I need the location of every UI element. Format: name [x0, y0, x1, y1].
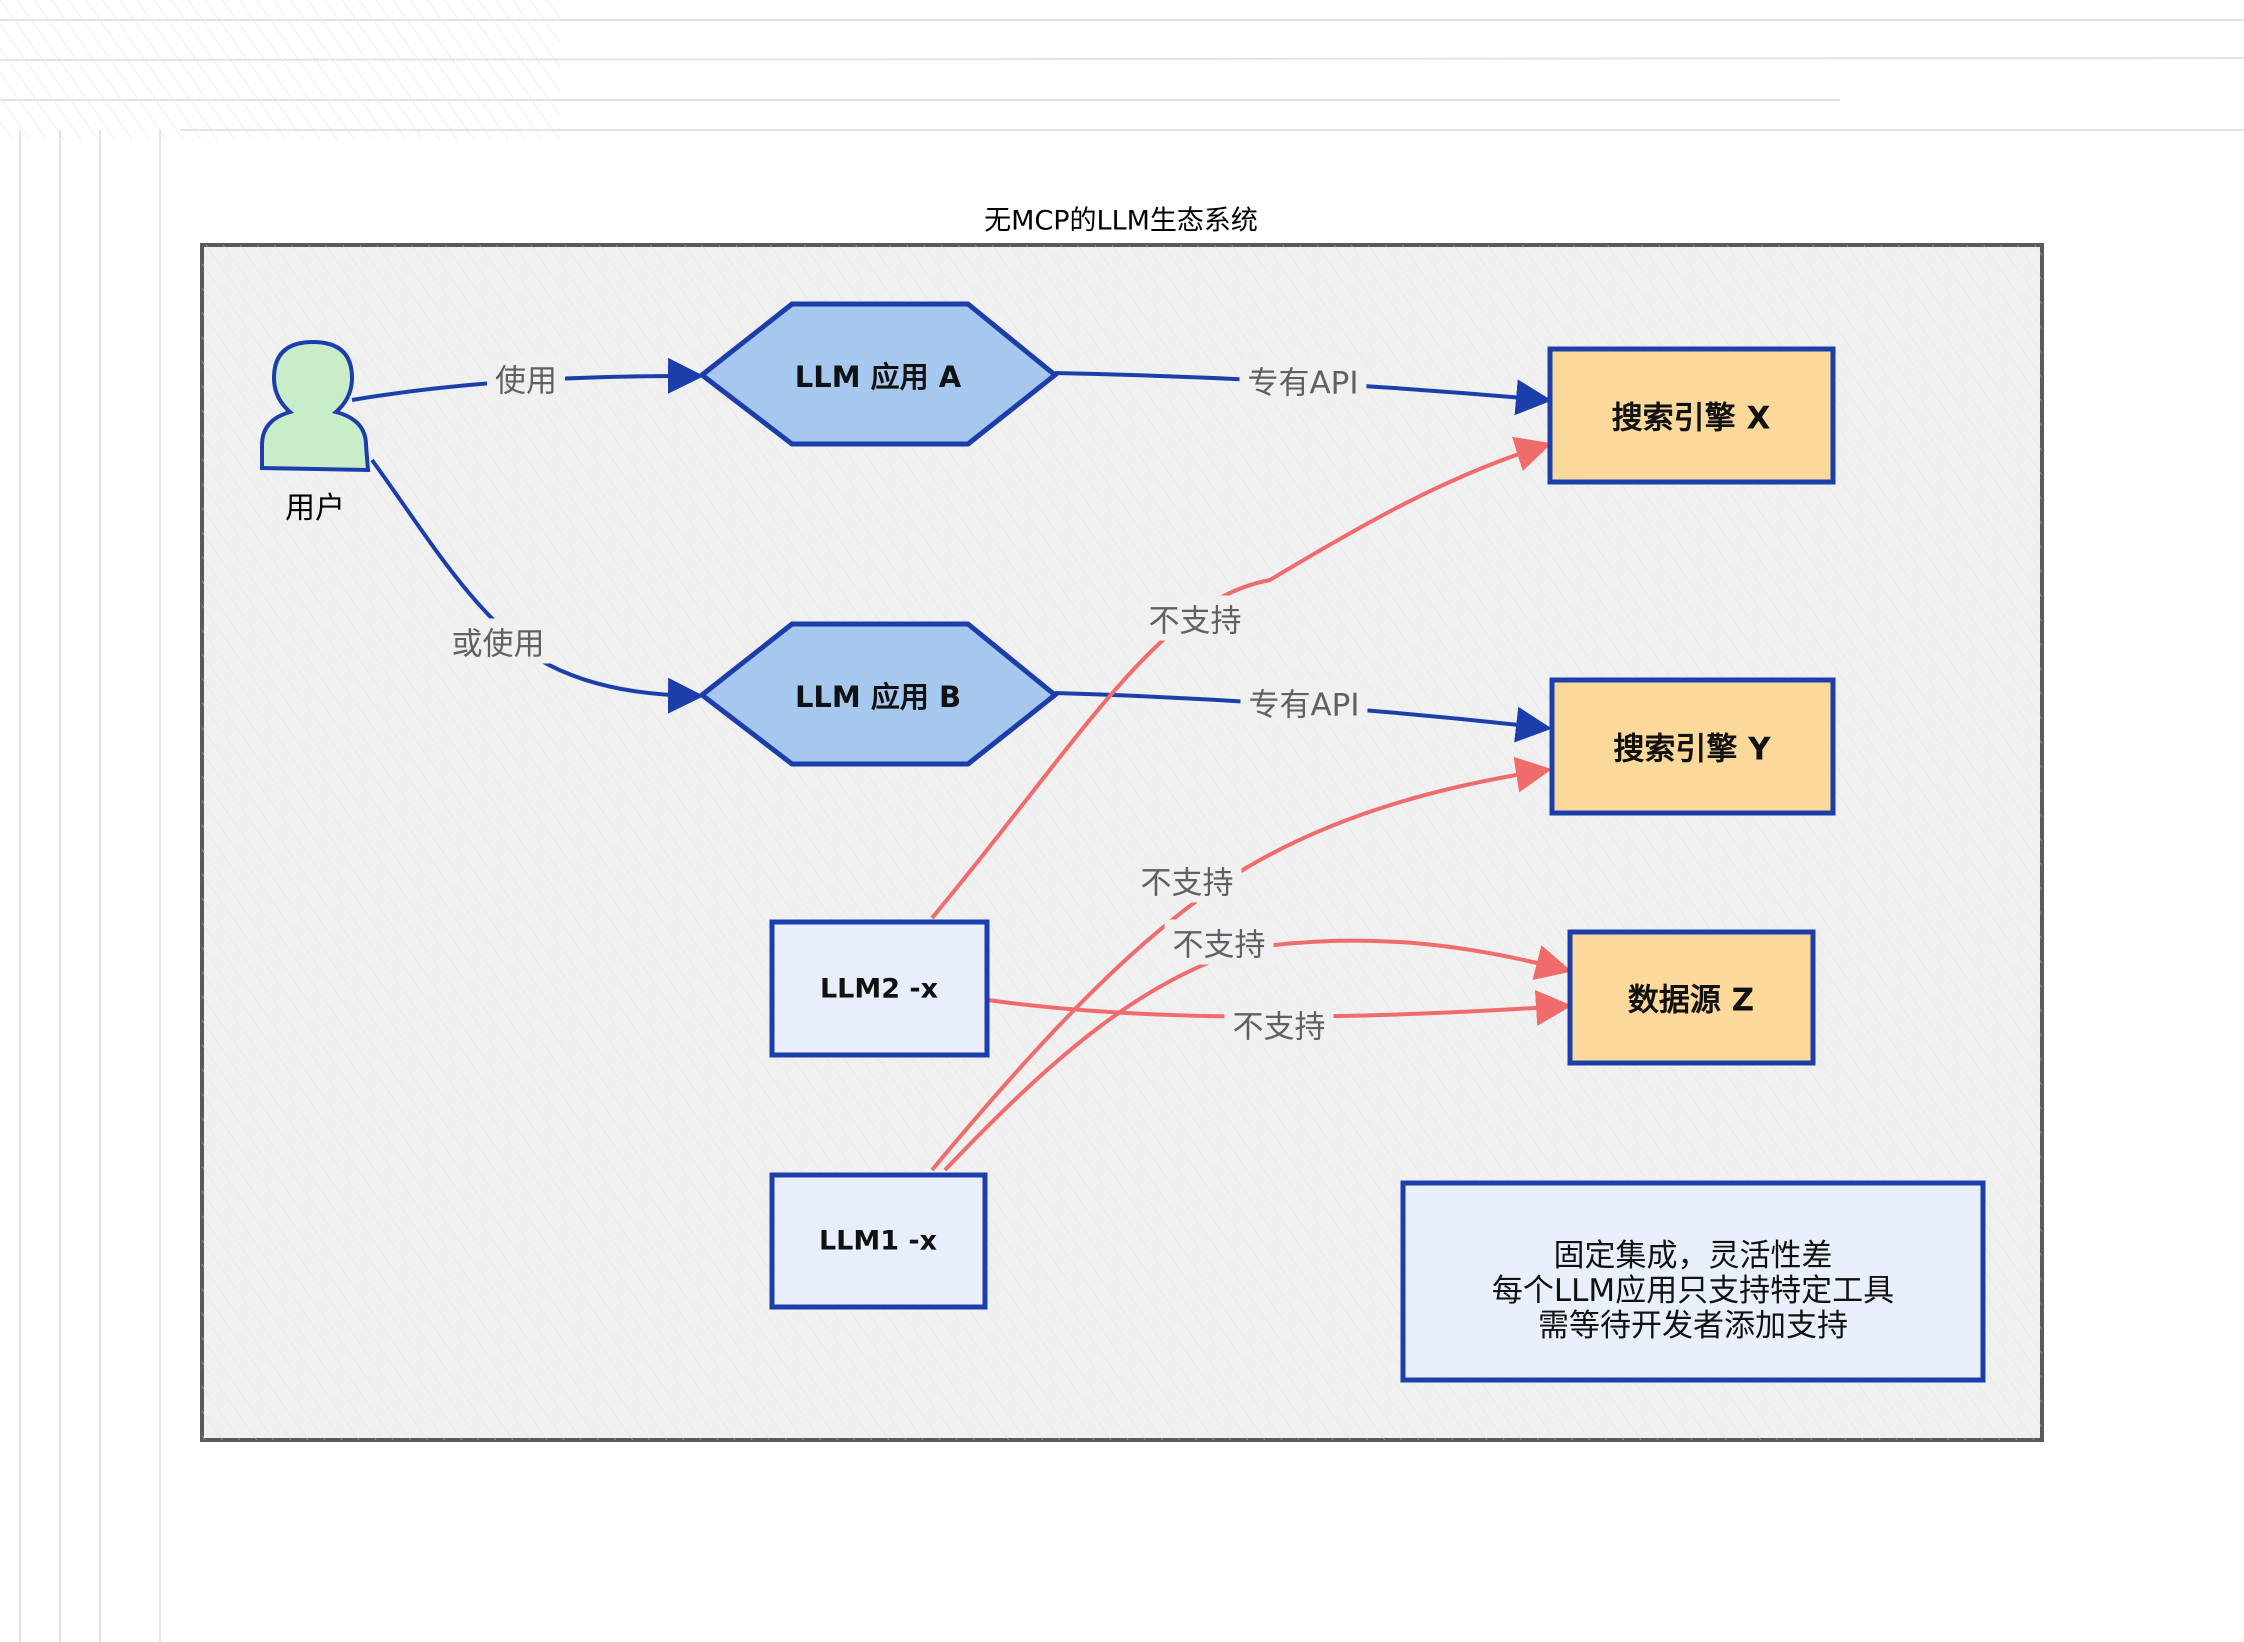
- diagram-title: 无MCP的LLM生态系统: [984, 205, 1258, 237]
- search-y-label: 搜索引擎 Y: [1613, 731, 1771, 768]
- note-box: [1400, 1180, 1986, 1383]
- edge-label-llm1-search-y: 不支持: [1132, 857, 1242, 903]
- edge-label-llm2-data-z: 不支持: [1224, 1001, 1334, 1047]
- llm-app-b-node: [697, 621, 1059, 767]
- llm2-node: [769, 919, 990, 1058]
- edge-llm1-search-y: [930, 756, 1552, 1172]
- data-z-node: [1567, 929, 1816, 1066]
- note-text: 固定集成，灵活性差 每个LLM应用只支持特定工具 需等待开发者添加支持: [1403, 1183, 1983, 1380]
- edge-label-llm1-data-z: 不支持: [1164, 919, 1274, 965]
- user-icon: [260, 339, 371, 473]
- llm1-node: [769, 1172, 988, 1310]
- note-line-2: 每个LLM应用只支持特定工具: [1491, 1273, 1895, 1309]
- edge-label-user-app-a: 使用: [487, 355, 565, 401]
- edge-label-llm2-search-x: 不支持: [1140, 595, 1250, 641]
- llm2-label: LLM2 -x: [819, 973, 939, 1005]
- edge-llm2-search-x: [930, 436, 1552, 920]
- edge-label-user-app-b: 或使用: [443, 618, 553, 664]
- user-label: 用户: [285, 491, 345, 526]
- data-z-label: 数据源 Z: [1627, 982, 1755, 1019]
- llm-app-a-node: [697, 301, 1059, 447]
- note-line-3: 需等待开发者添加支持: [1538, 1308, 1848, 1344]
- edge-label-app-a-search-x: 专有API: [1239, 357, 1367, 403]
- llm-app-b-label: LLM 应用 B: [794, 680, 962, 714]
- search-x-node: [1547, 346, 1836, 485]
- llm-app-a-label: LLM 应用 A: [794, 360, 962, 394]
- search-y-node: [1549, 677, 1836, 816]
- note-line-1: 固定集成，灵活性差: [1553, 1238, 1833, 1274]
- search-x-label: 搜索引擎 X: [1611, 400, 1771, 437]
- llm1-label: LLM1 -x: [818, 1225, 938, 1257]
- edge-label-app-b-search-y: 专有API: [1240, 679, 1368, 725]
